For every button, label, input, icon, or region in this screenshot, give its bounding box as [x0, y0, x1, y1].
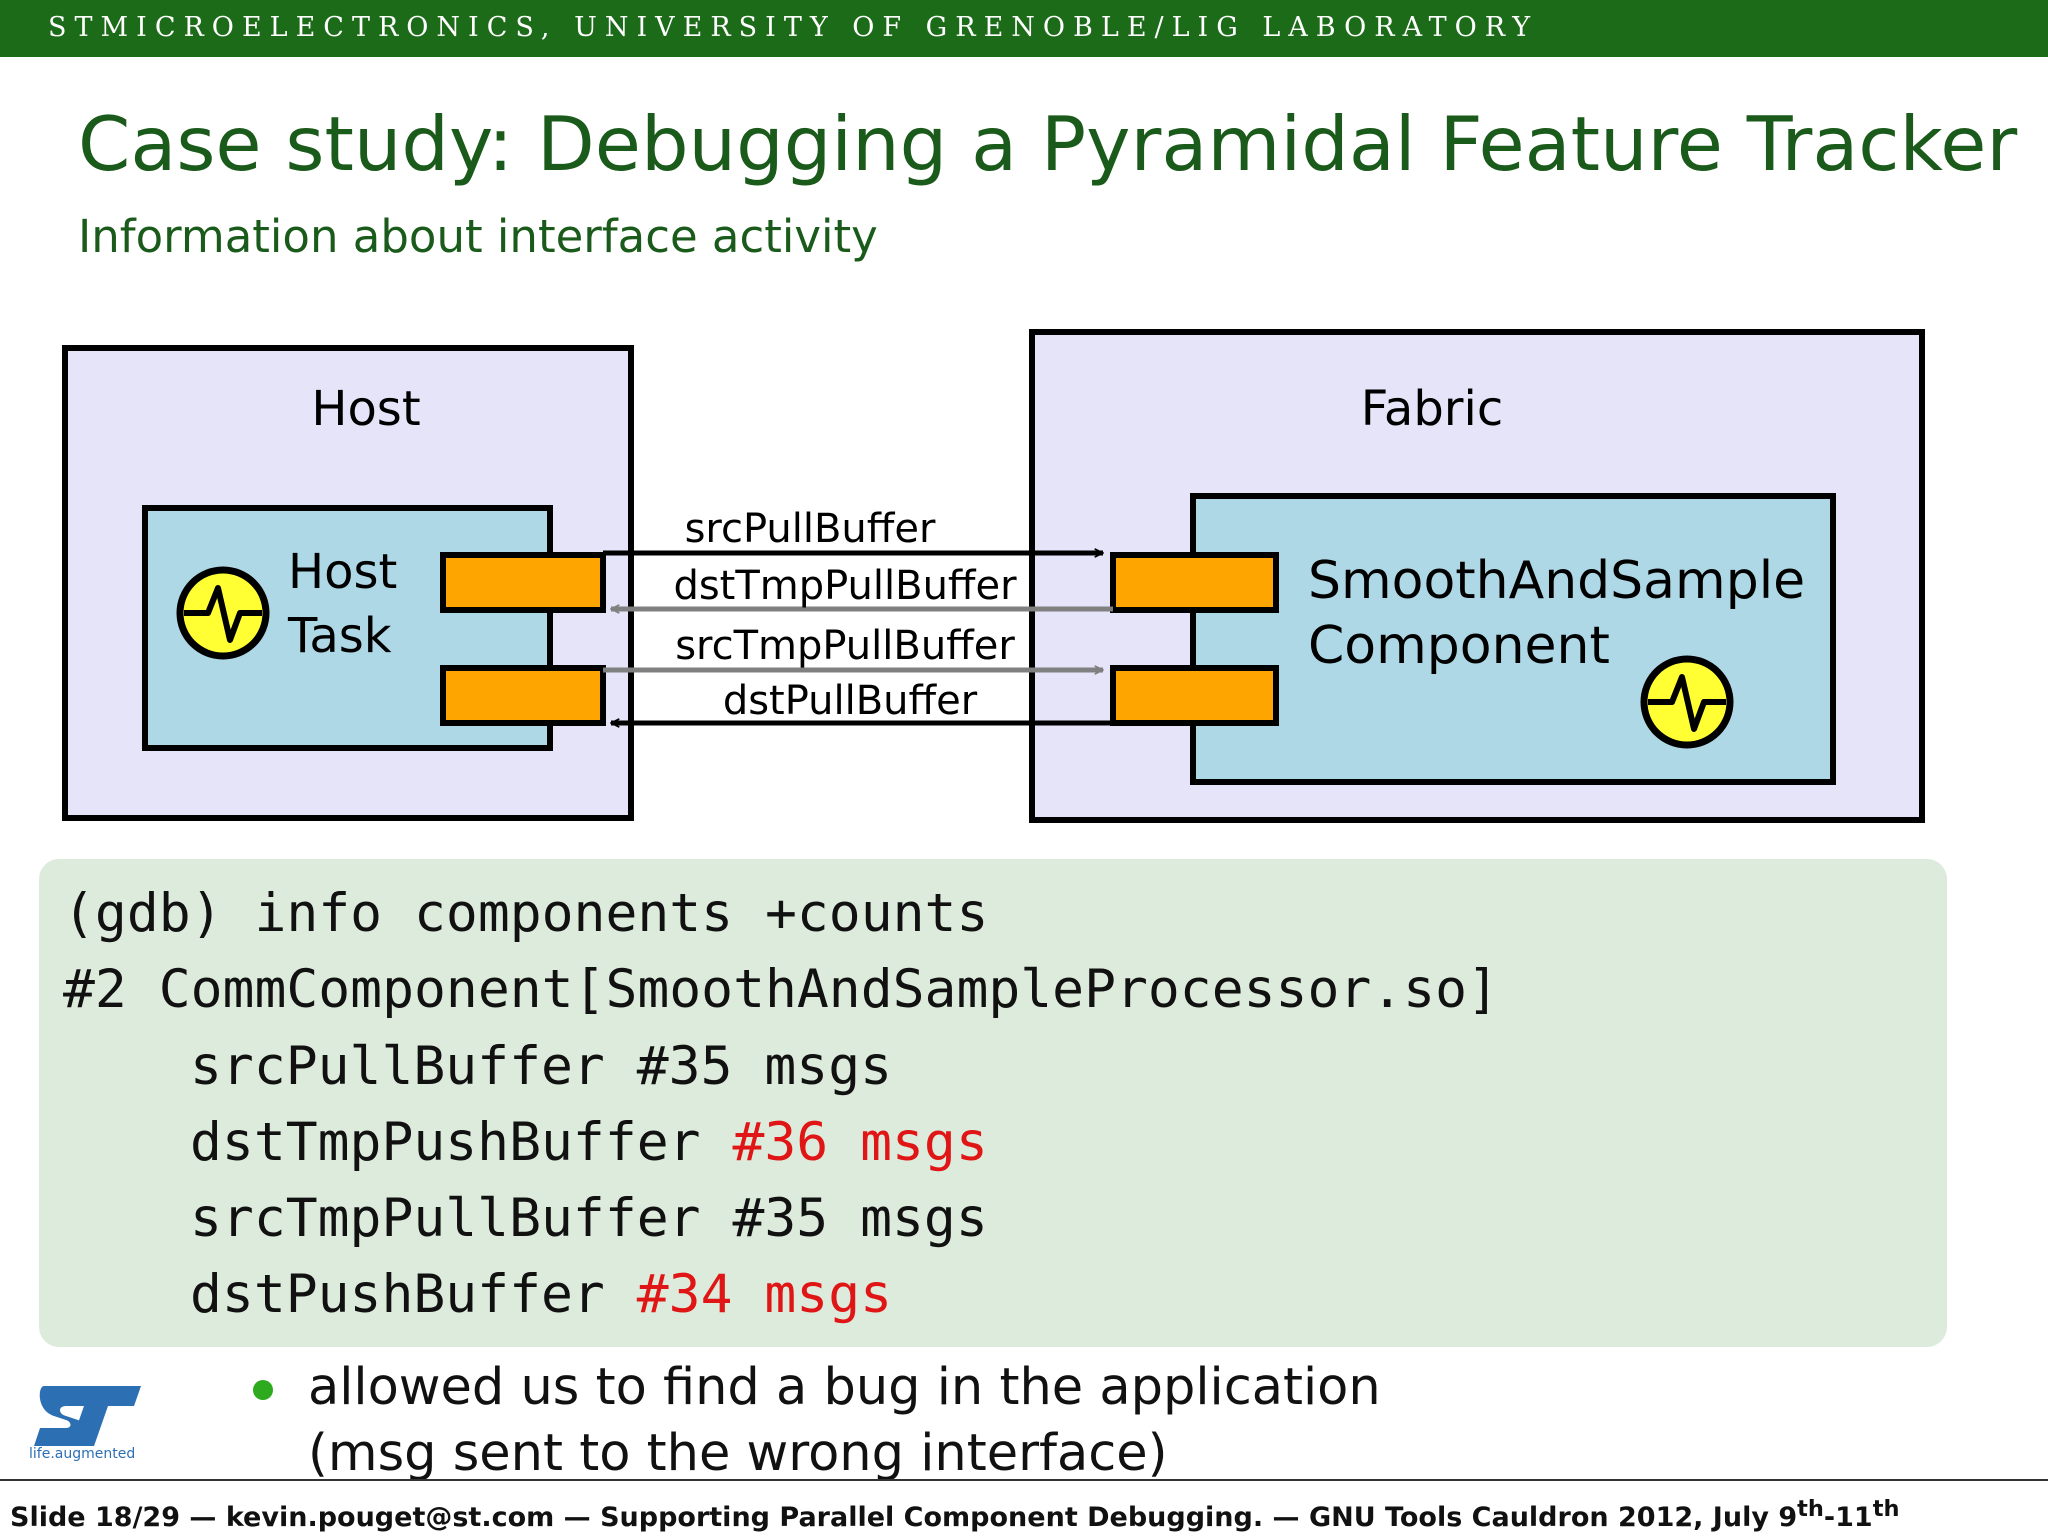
slide-number: Slide 18/29 [10, 1502, 181, 1533]
slide-subtitle: Information about interface activity [78, 210, 878, 263]
talk-title: Supporting Parallel Component Debugging. [600, 1502, 1264, 1533]
host-port-top [440, 552, 606, 613]
activity-icon [1640, 655, 1734, 749]
host-label: Host [311, 381, 420, 437]
gdb-interface-row: srcTmpPullBuffer #35 msgs [190, 1188, 988, 1249]
message-count-highlight: #36 msgs [732, 1112, 988, 1173]
st-tagline: life.augmented [29, 1446, 136, 1462]
author-email: kevin.pouget@st.com [225, 1502, 555, 1533]
interface-name: dstTmpPushBuffer [190, 1112, 701, 1173]
activity-icon [176, 566, 270, 660]
gdb-command: (gdb) info components +counts [63, 883, 989, 944]
message-count: #35 msgs [636, 1036, 893, 1097]
interface-name: srcTmpPullBuffer [190, 1188, 701, 1249]
gdb-interface-row: dstTmpPushBuffer #36 msgs [190, 1112, 988, 1173]
fabric-port-bottom [1110, 665, 1279, 726]
fabric-port-top [1110, 552, 1279, 613]
gdb-interface-row: dstPushBuffer #34 msgs [190, 1264, 892, 1325]
host-task-label-line2: Task [287, 608, 392, 664]
link-label-srctmppullbuffer: srcTmpPullBuffer [675, 623, 1015, 669]
component-label-line1: SmoothAndSample [1308, 551, 1805, 611]
bullet-dot [253, 1380, 273, 1400]
message-count: #35 msgs [732, 1188, 988, 1249]
gdb-interface-row: srcPullBuffer #35 msgs [190, 1036, 892, 1097]
interface-name: dstPushBuffer [190, 1264, 605, 1325]
header-bar: STMICROELECTRONICS, UNIVERSITY OF GRENOB… [0, 0, 2048, 57]
st-logo [34, 1386, 141, 1446]
venue-superscript: th [1797, 1496, 1824, 1522]
gdb-component-line: #2 CommComponent[SmoothAndSampleProcesso… [63, 959, 1499, 1020]
bullet-text-line2: (msg sent to the wrong interface) [308, 1424, 1168, 1483]
slide-title: Case study: Debugging a Pyramidal Featur… [78, 100, 2018, 188]
header-affiliation: STMICROELECTRONICS, UNIVERSITY OF GRENOB… [48, 12, 1539, 43]
host-task-label-line1: Host [288, 544, 397, 600]
host-port-bottom [440, 665, 606, 726]
interface-diagram: Host Host Task Fabric SmoothAndSample Co… [62, 329, 1925, 823]
link-label-srcpullbuffer: srcPullBuffer [685, 506, 936, 552]
gdb-output-panel [39, 859, 1947, 1347]
link-label-dsttmppullbuffer: dstTmpPullBuffer [673, 563, 1017, 609]
component-label-line2: Component [1308, 616, 1610, 676]
interface-name: srcPullBuffer [190, 1036, 605, 1097]
venue: GNU Tools Cauldron 2012, July 9 [1308, 1502, 1798, 1533]
footer: Slide 18/29 — kevin.pouget@st.com — Supp… [10, 1496, 1900, 1533]
footer-rule [0, 1479, 2048, 1481]
message-count-highlight: #34 msgs [636, 1264, 893, 1325]
venue-range: -11 [1823, 1502, 1873, 1533]
venue-superscript: th [1872, 1496, 1900, 1522]
fabric-label: Fabric [1361, 381, 1504, 437]
link-label-dstpullbuffer: dstPullBuffer [723, 678, 978, 724]
bullet-text-line1: allowed us to find a bug in the applicat… [308, 1358, 1381, 1417]
component-box [1190, 493, 1836, 785]
